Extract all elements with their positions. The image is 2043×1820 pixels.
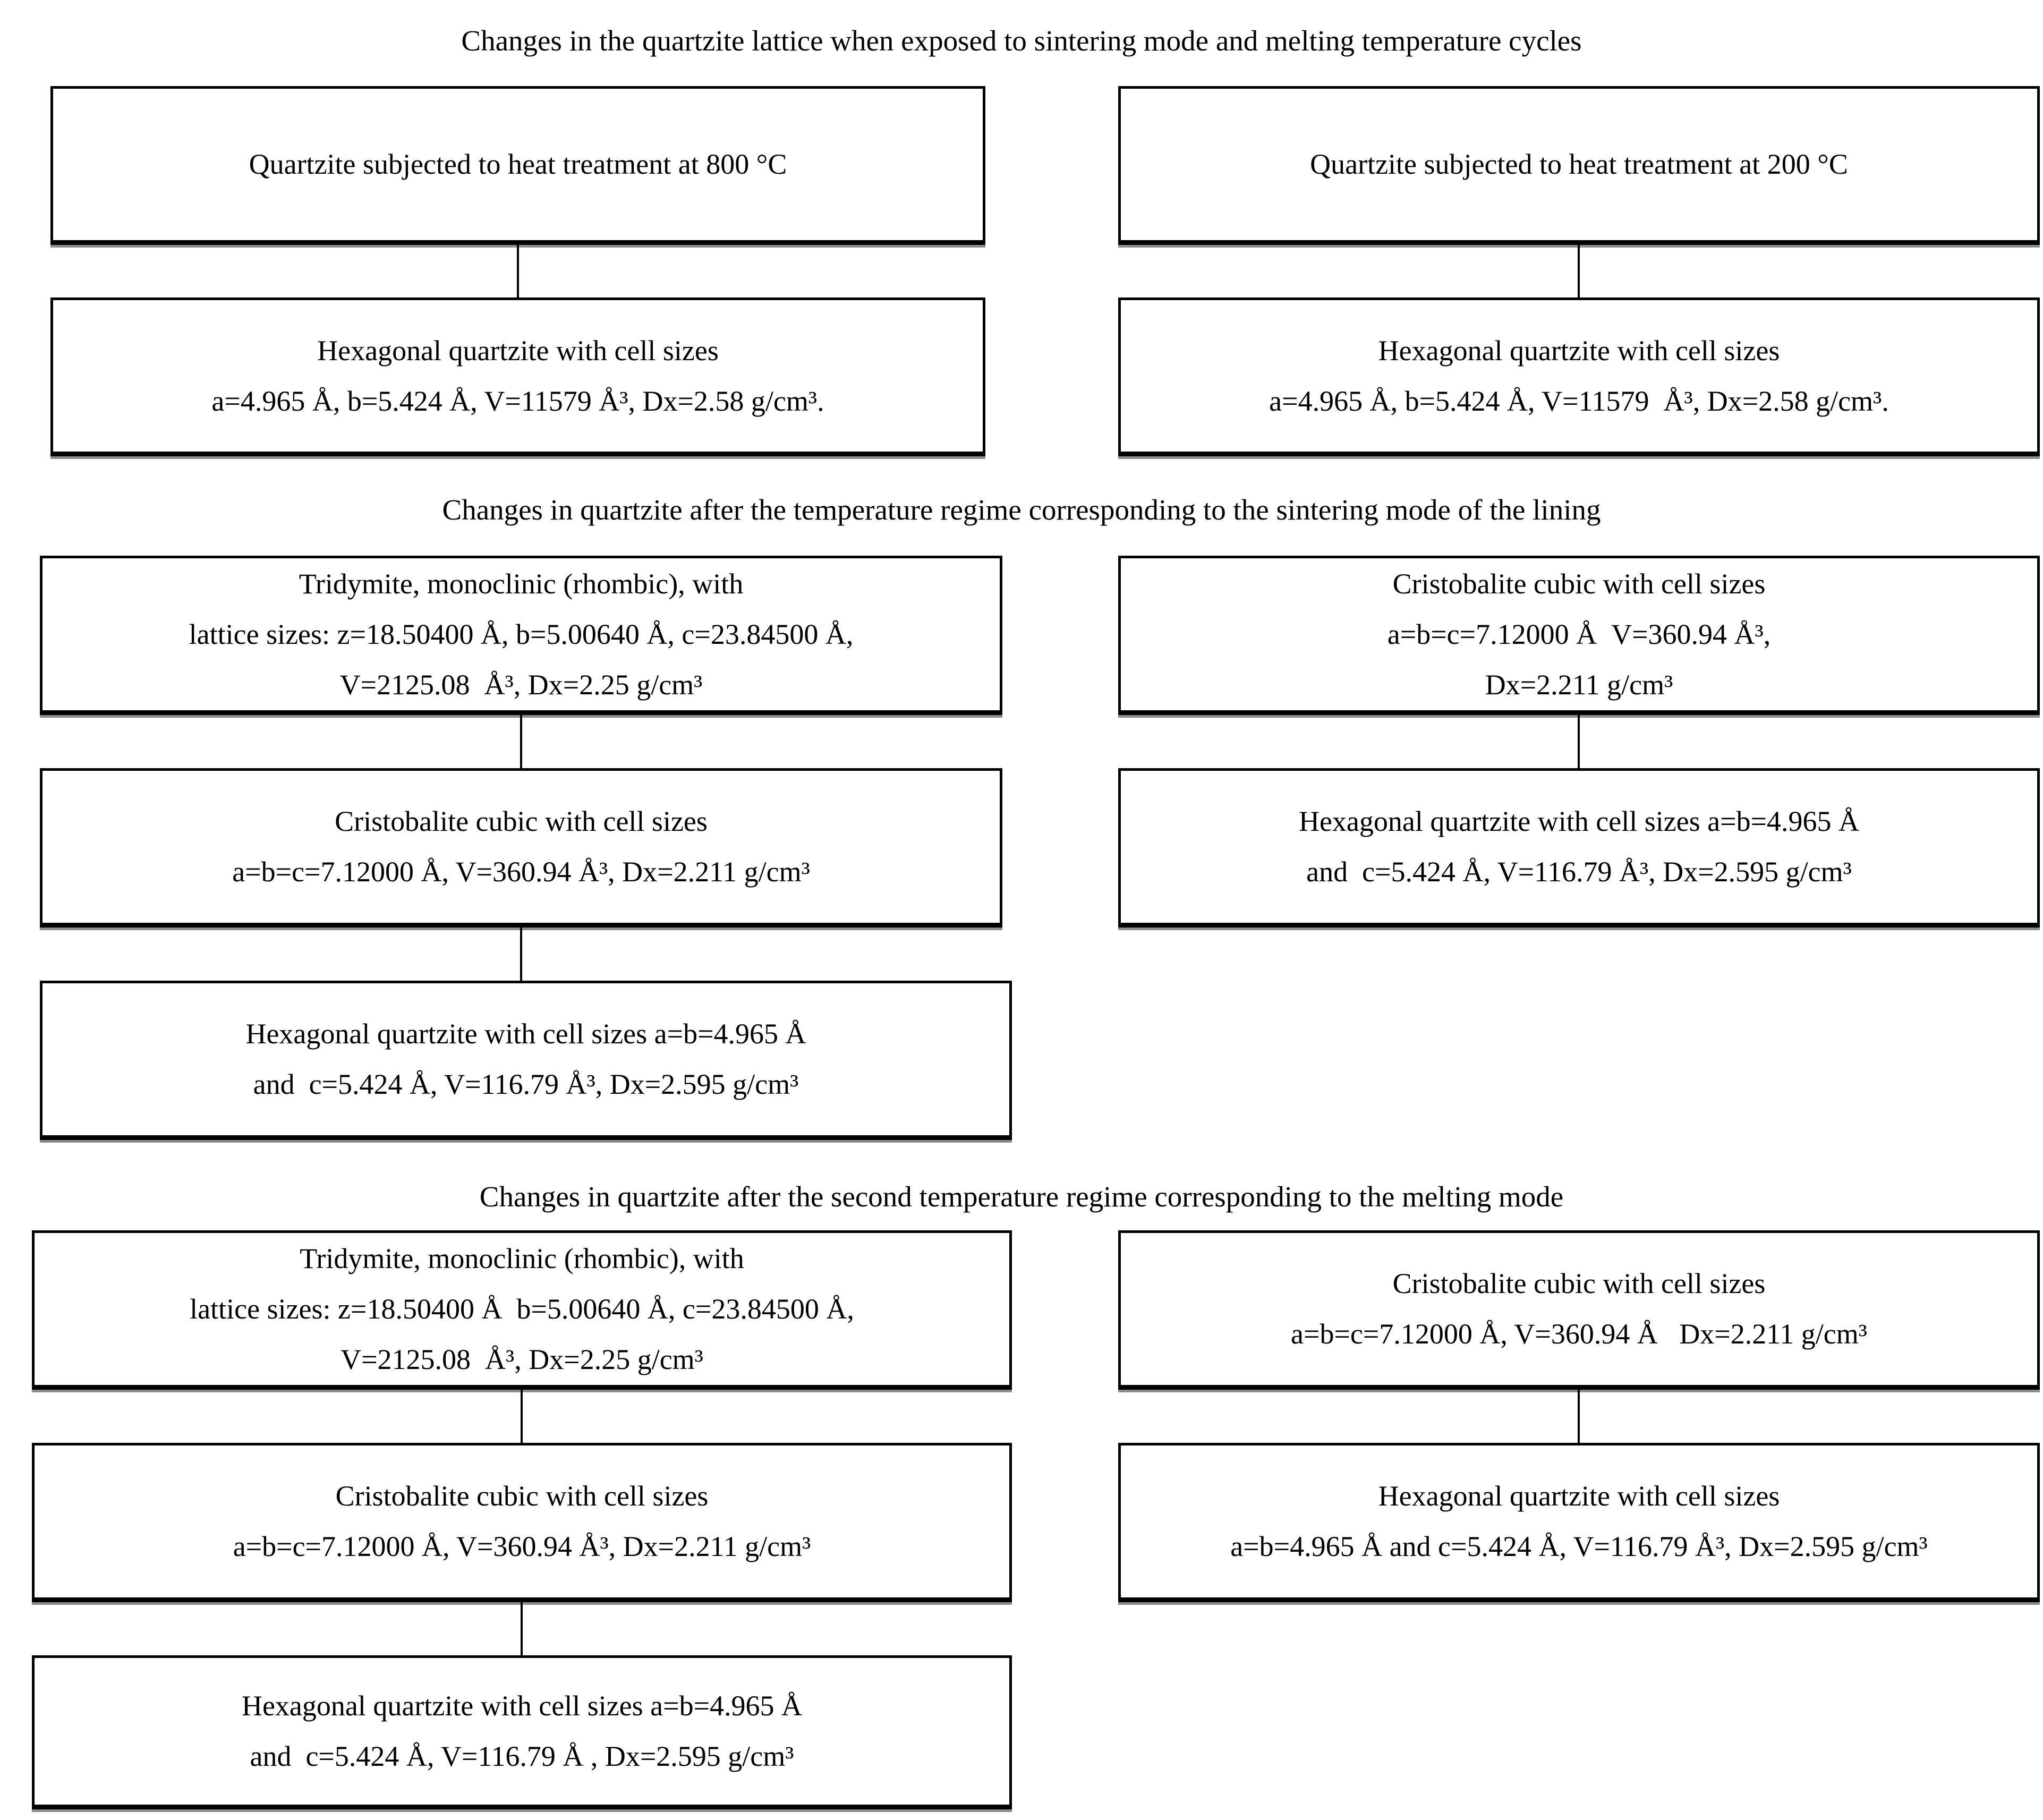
flow-box-quartzite-800: Quartzite subjected to heat treatment at… (50, 86, 985, 245)
box-text-line: a=b=c=7.12000 Å, V=360.94 Å Dx=2.211 g/c… (1291, 1318, 1867, 1350)
box-text-line: a=b=c=7.12000 Å V=360.94 Å³, (1387, 618, 1771, 650)
diagram-title: Changes in the quartzite lattice when ex… (461, 24, 1582, 57)
flow-box-cristobalite-melting-left: Cristobalite cubic with cell sizes a=b=c… (32, 1443, 1012, 1602)
box-text-line: and c=5.424 Å, V=116.79 Å³, Dx=2.595 g/c… (253, 1068, 799, 1100)
connector-line (517, 245, 519, 297)
box-text-line: Hexagonal quartzite with cell sizes a=b=… (245, 1018, 806, 1050)
box-text-line: Hexagonal quartzite with cell sizes (317, 334, 719, 367)
box-text-line: Hexagonal quartzite with cell sizes a=b=… (1298, 805, 1860, 837)
box-text-line: Cristobalite cubic with cell sizes (1392, 1268, 1766, 1299)
box-text-line: Dx=2.211 g/cm³ (1485, 668, 1673, 701)
flow-box-cristobalite-melting-right: Cristobalite cubic with cell sizes a=b=c… (1118, 1230, 2040, 1390)
section-heading-melting: Changes in quartzite after the second te… (479, 1180, 1564, 1213)
box-text-line: Hexagonal quartzite with cell sizes (1378, 334, 1780, 367)
box-text-line: a=b=4.965 Å and c=5.424 Å, V=116.79 Å³, … (1230, 1530, 1928, 1562)
flow-box-quartzite-200: Quartzite subjected to heat treatment at… (1118, 86, 2040, 245)
box-text-line: lattice sizes: z=18.50400 Å, b=5.00640 Å… (189, 618, 854, 650)
connector-line (521, 1602, 523, 1655)
connector-line (1578, 245, 1580, 297)
box-text-line: Quartzite subjected to heat treatment at… (1310, 148, 1848, 180)
box-text-line: and c=5.424 Å, V=116.79 Å³, Dx=2.595 g/c… (1306, 856, 1852, 888)
flow-box-hexagonal-200: Hexagonal quartzite with cell sizes a=4.… (1118, 297, 2040, 456)
flow-box-hexagonal-melting-right: Hexagonal quartzite with cell sizes a=b=… (1118, 1443, 2040, 1602)
box-text-line: lattice sizes: z=18.50400 Å b=5.00640 Å,… (190, 1292, 854, 1325)
connector-line (520, 928, 522, 981)
box-text-line: a=b=c=7.12000 Å, V=360.94 Å³, Dx=2.211 g… (232, 856, 810, 888)
flow-box-tridymite-sintering: Tridymite, monoclinic (rhombic), with la… (40, 556, 1002, 715)
flow-box-hexagonal-sintering-left: Hexagonal quartzite with cell sizes a=b=… (40, 981, 1012, 1140)
box-text-line: V=2125.08 Å³, Dx=2.25 g/cm³ (339, 668, 703, 701)
flow-box-cristobalite-sintering-right: Cristobalite cubic with cell sizes a=b=c… (1118, 556, 2040, 715)
flow-box-hexagonal-800: Hexagonal quartzite with cell sizes a=4.… (50, 297, 985, 456)
flow-box-cristobalite-sintering-left: Cristobalite cubic with cell sizes a=b=c… (40, 768, 1002, 928)
section-heading-sintering: Changes in quartzite after the temperatu… (442, 494, 1601, 526)
box-text-line: Tridymite, monoclinic (rhombic), with (299, 567, 744, 600)
flow-box-tridymite-melting: Tridymite, monoclinic (rhombic), with la… (32, 1230, 1012, 1390)
box-text-line: Cristobalite cubic with cell sizes (335, 1480, 709, 1512)
box-text-line: Hexagonal quartzite with cell sizes (1378, 1480, 1780, 1512)
connector-line (1578, 715, 1580, 768)
box-text-line: a=4.965 Å, b=5.424 Å, V=11579 Å³, Dx=2.5… (1269, 385, 1889, 417)
box-text-line: a=b=c=7.12000 Å, V=360.94 Å³, Dx=2.211 g… (233, 1530, 811, 1562)
box-text-line: Quartzite subjected to heat treatment at… (249, 148, 787, 180)
connector-line (520, 715, 522, 768)
connector-line (1578, 1390, 1580, 1443)
flow-box-hexagonal-sintering-right: Hexagonal quartzite with cell sizes a=b=… (1118, 768, 2040, 928)
box-text-line: and c=5.424 Å, V=116.79 Å , Dx=2.595 g/c… (250, 1740, 794, 1772)
box-text-line: Cristobalite cubic with cell sizes (335, 805, 708, 837)
box-text-line: V=2125.08 Å³, Dx=2.25 g/cm³ (340, 1343, 703, 1375)
box-text-line: a=4.965 Å, b=5.424 Å, V=11579 Å³, Dx=2.5… (211, 385, 824, 417)
box-text-line: Cristobalite cubic with cell sizes (1392, 567, 1766, 600)
box-text-line: Tridymite, monoclinic (rhombic), with (300, 1242, 744, 1274)
connector-line (521, 1390, 523, 1443)
box-text-line: Hexagonal quartzite with cell sizes a=b=… (241, 1690, 803, 1722)
flow-box-hexagonal-melting-left: Hexagonal quartzite with cell sizes a=b=… (32, 1655, 1012, 1809)
